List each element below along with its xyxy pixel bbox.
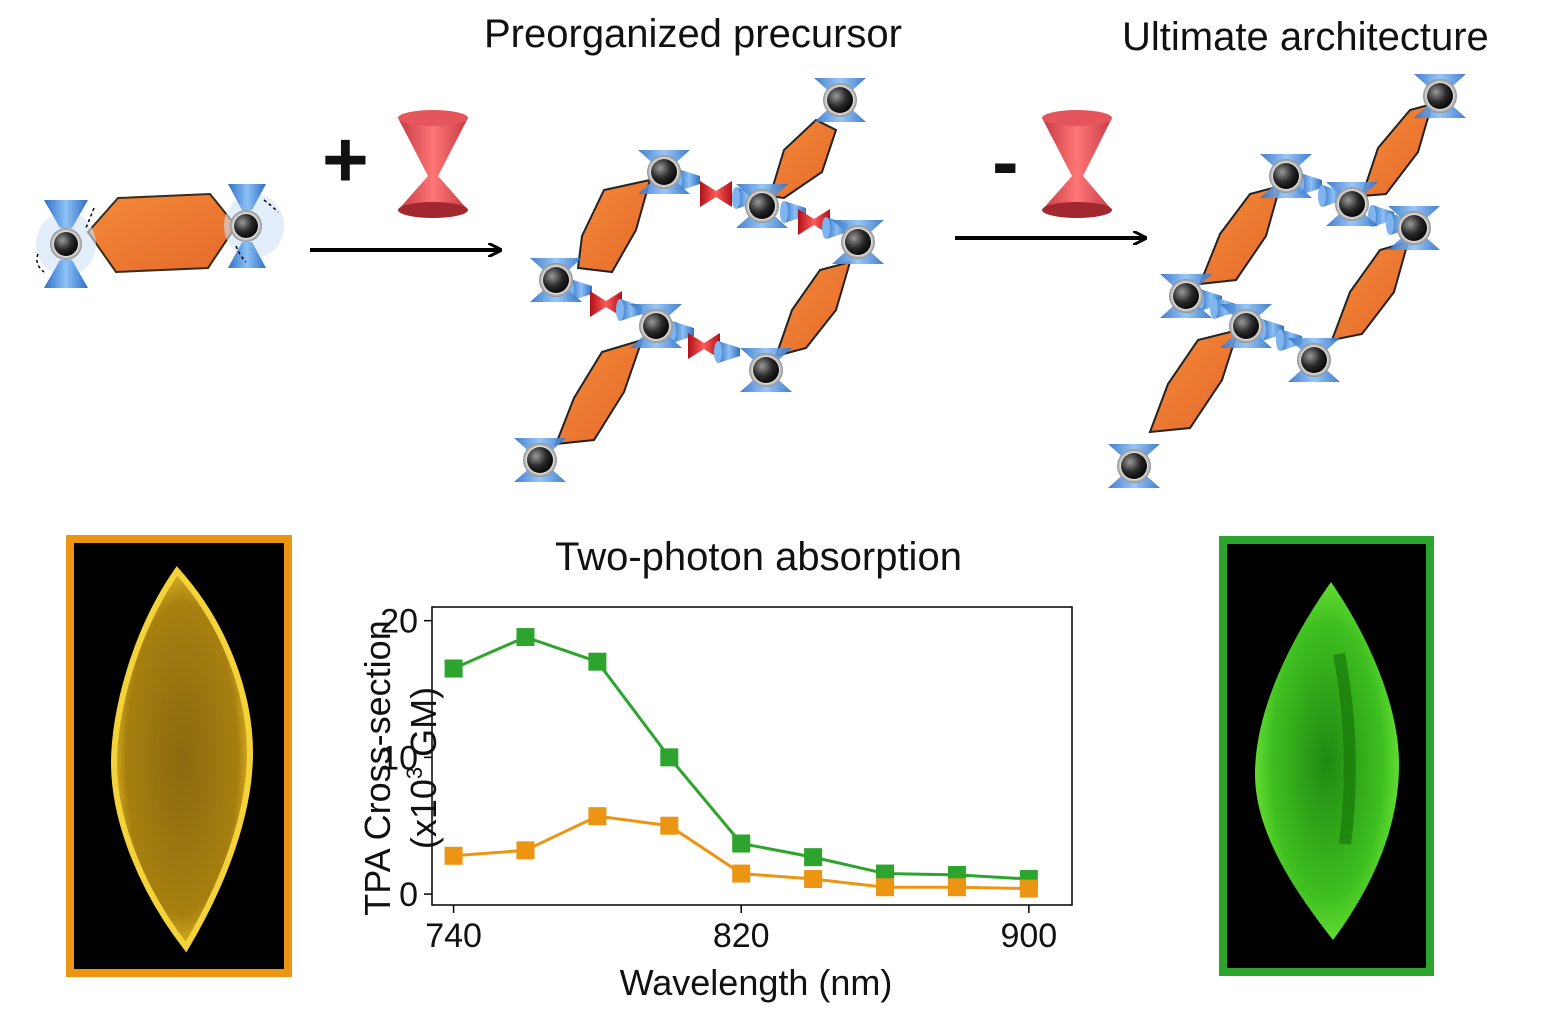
ultimate-architecture-title: Ultimate architecture — [1122, 15, 1489, 59]
series-0-point — [660, 748, 679, 767]
template-icon-remove — [1042, 110, 1112, 218]
x-tick-label: 900 — [1000, 917, 1057, 955]
series-1-point — [876, 878, 895, 897]
y-tick-label: 20 — [380, 603, 418, 641]
ultimate-framework — [1108, 74, 1466, 488]
series-1-point — [1019, 879, 1038, 898]
series-0-point — [444, 659, 463, 678]
remove-template-sign: - — [992, 117, 1019, 206]
series-0-point — [732, 834, 751, 853]
series-0-point — [804, 848, 823, 867]
linker-monomer — [36, 184, 284, 288]
series-1-point — [588, 807, 607, 826]
y-tick-label: 10 — [380, 739, 418, 777]
y-axis-label: TPA Cross-section — [357, 620, 398, 915]
series-1-point — [804, 870, 823, 889]
assembly-scheme — [36, 74, 1466, 488]
y-axis-unit-label: (x103 GM) — [402, 687, 444, 849]
series-0-point — [588, 652, 607, 671]
add-template-sign: + — [322, 115, 369, 204]
template-icon-add — [398, 110, 468, 218]
precursor-framework — [514, 78, 884, 482]
y-tick-label: 0 — [399, 876, 418, 914]
series-1-point — [660, 816, 679, 835]
chart-title: Two-photon absorption — [555, 535, 962, 579]
precursor-title: Preorganized precursor — [484, 12, 902, 56]
series-0-point — [876, 864, 895, 883]
x-tick-label: 820 — [713, 917, 770, 955]
series-0-point — [516, 628, 535, 647]
series-1-point — [516, 841, 535, 860]
series-1-point — [444, 846, 463, 865]
crystal-image-precursor — [66, 535, 292, 977]
plot-frame — [431, 606, 1073, 906]
crystal-image-ultimate — [1219, 536, 1434, 976]
series-1-point — [947, 878, 966, 897]
series-1-point — [732, 864, 751, 883]
x-tick-label: 740 — [425, 917, 482, 955]
x-axis-label: Wavelength (nm) — [620, 962, 893, 1003]
